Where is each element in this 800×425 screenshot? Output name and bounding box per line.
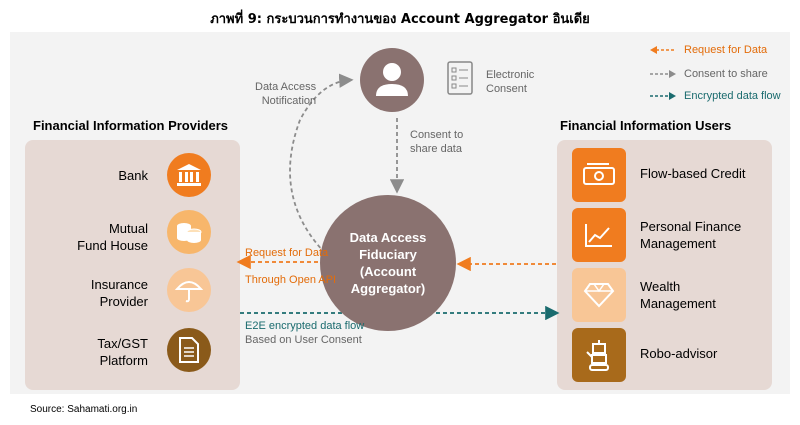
user-label-pfm: Personal Finance Management xyxy=(640,219,742,251)
provider-label-mutual-fund: Mutual Fund House xyxy=(77,221,148,253)
user-label-robo: Robo-advisor xyxy=(640,346,718,361)
legend-encrypted-label: Encrypted data flow xyxy=(684,90,781,102)
request-for-data-label: Request for Data xyxy=(245,247,329,259)
provider-label-bank: Bank xyxy=(118,168,148,183)
teal-arrow-icon xyxy=(650,92,676,100)
consent-share-label: Consent to share data xyxy=(410,129,464,155)
user-avatar-icon xyxy=(360,48,424,112)
user-label-wealth: Wealth Management xyxy=(640,279,716,311)
e2e-label: E2E encrypted data flow xyxy=(245,320,365,332)
user-consent-label: Based on User Consent xyxy=(245,334,362,346)
notification-label: Data Access Notification xyxy=(255,81,317,107)
diamond-icon xyxy=(572,268,626,322)
document-icon xyxy=(167,328,211,372)
legend-encrypted: Encrypted data flow xyxy=(650,90,781,102)
account-aggregator-label: Data Access Fiduciary (Account Aggregato… xyxy=(349,230,427,296)
robot-icon xyxy=(572,328,626,382)
provider-label-insurance: Insurance Provider xyxy=(90,277,148,309)
orange-arrow-icon xyxy=(650,46,676,54)
legend-consent: Consent to share xyxy=(650,68,768,80)
figure-title: ภาพที่ 9: กระบวนการทำงานของ Account Aggr… xyxy=(210,12,590,27)
chart-icon xyxy=(572,208,626,262)
electronic-consent-label: Electronic Consent xyxy=(486,69,535,95)
umbrella-icon xyxy=(167,268,211,312)
source-note: Source: Sahamati.org.in xyxy=(30,404,138,415)
account-aggregator-node: Data Access Fiduciary (Account Aggregato… xyxy=(320,195,456,331)
user-label-credit: Flow-based Credit xyxy=(640,166,746,181)
cash-icon xyxy=(572,148,626,202)
provider-label-tax: Tax/GST Platform xyxy=(97,336,148,368)
providers-title: Financial Information Providers xyxy=(33,118,229,133)
bank-icon xyxy=(167,153,211,197)
legend-consent-label: Consent to share xyxy=(684,68,768,80)
open-api-label: Through Open API xyxy=(245,274,337,286)
checklist-icon xyxy=(446,60,474,101)
coins-icon xyxy=(167,210,211,254)
users-title: Financial Information Users xyxy=(560,118,732,133)
legend-request-label: Request for Data xyxy=(684,44,768,56)
legend-request: Request for Data xyxy=(650,44,767,56)
grey-arrow-icon xyxy=(650,70,676,78)
